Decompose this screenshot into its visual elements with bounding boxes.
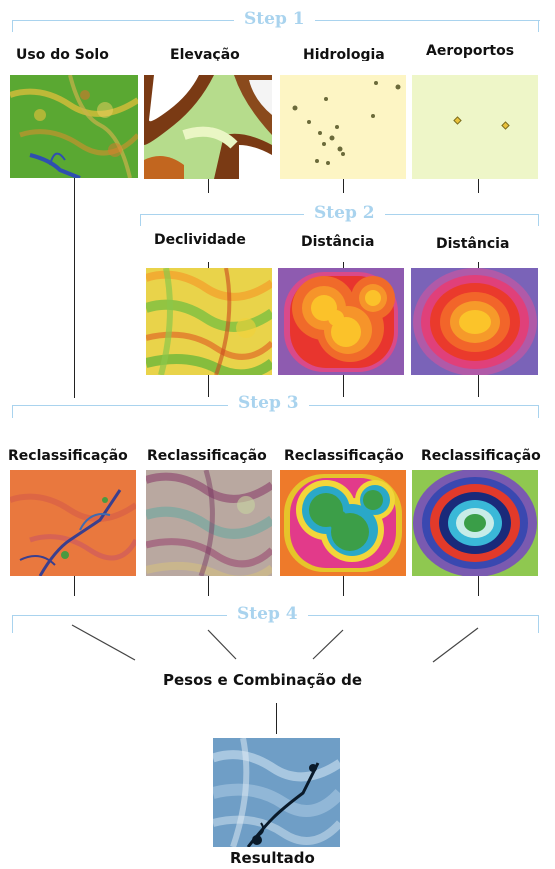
connector-reclass4-down	[478, 576, 479, 596]
map-hydrology	[280, 75, 406, 179]
connector-combination-result	[276, 703, 277, 734]
map-land-use	[10, 75, 138, 178]
map-elevation	[144, 75, 272, 179]
connector-reclass2-down	[208, 576, 209, 596]
label-aeroportos: Aeroportos	[426, 43, 515, 59]
step3-bracket-right	[538, 405, 539, 418]
step4-bracket-left	[12, 615, 13, 633]
connector-reclass3-down	[343, 576, 344, 596]
label-distancia-1: Distância	[301, 234, 375, 250]
step2-label: Step 2	[304, 203, 385, 223]
step1-label: Step 1	[234, 9, 315, 29]
connector-distancia1-top	[343, 262, 344, 268]
label-reclass-3: Reclassificação	[284, 448, 404, 464]
label-uso-do-solo: Uso do Solo	[16, 47, 109, 61]
map-distance-hydrology	[278, 268, 404, 375]
connector-distancia2-top	[478, 262, 479, 268]
map-airports	[412, 75, 538, 179]
label-declividade: Declividade	[154, 232, 246, 248]
connector-elevation	[208, 179, 209, 193]
label-elevacao: Elevação	[170, 47, 240, 61]
step4-bracket-right	[538, 615, 539, 633]
connector-dist2-down	[478, 375, 479, 397]
map-reclass-slope	[146, 470, 272, 576]
connector-dist1-down	[343, 375, 344, 397]
label-reclass-4: Reclassificação	[421, 448, 541, 464]
label-reclass-2: Reclassificação	[147, 448, 267, 464]
map-result	[213, 738, 340, 847]
label-reclass-1: Reclassificação	[8, 448, 128, 464]
label-resultado: Resultado	[230, 849, 315, 867]
connector-hydrology	[343, 179, 344, 193]
label-hidrologia: Hidrologia	[303, 47, 385, 61]
step1-bracket-left	[12, 20, 13, 32]
label-weights-combination: Pesos e Combinação de	[163, 671, 363, 689]
step1-bracket-right	[538, 20, 539, 32]
map-reclass-land-use	[10, 470, 136, 576]
connector-airports	[478, 179, 479, 193]
label-distancia-2: Distância	[436, 236, 510, 252]
map-distance-airports	[411, 268, 538, 375]
step4-label: Step 4	[227, 604, 308, 624]
step3-bracket-left	[12, 405, 13, 418]
map-slope	[146, 268, 272, 375]
map-reclass-distance-2	[412, 470, 538, 576]
step2-bracket-left	[140, 214, 141, 226]
step3-label: Step 3	[228, 393, 309, 413]
converging-lines	[71, 624, 479, 663]
connector-slope-down	[208, 375, 209, 397]
map-reclass-distance-1	[280, 470, 406, 576]
connector-land-use-long	[74, 178, 75, 398]
step2-bracket-right	[538, 214, 539, 226]
connector-declividade-top	[208, 262, 209, 268]
connector-reclass1-down	[74, 576, 75, 596]
